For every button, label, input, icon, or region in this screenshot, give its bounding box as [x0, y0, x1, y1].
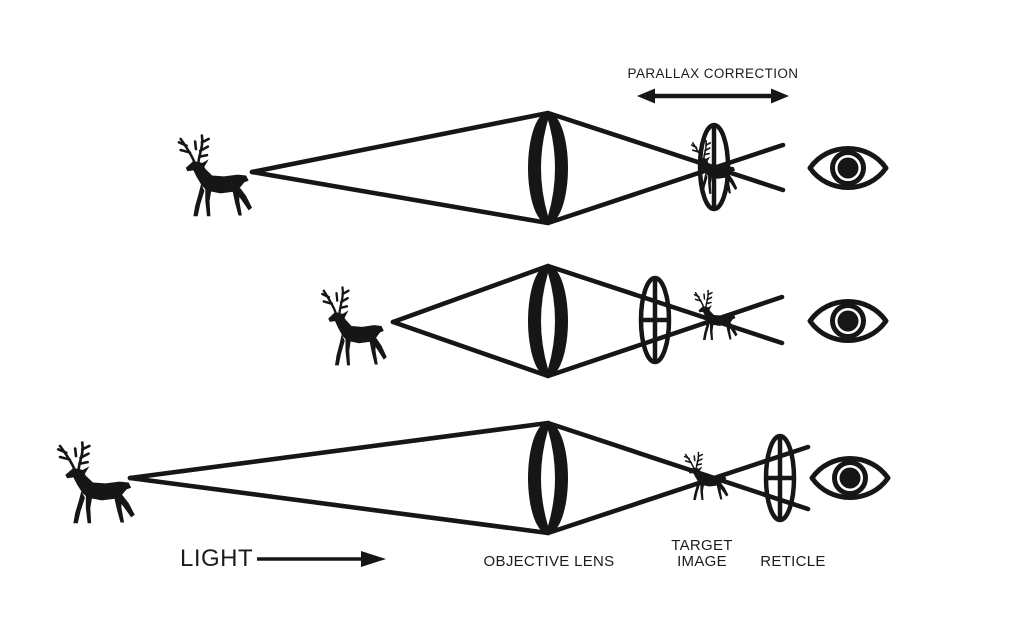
deer-silhouette-icon — [56, 441, 137, 525]
objective-lens-icon — [528, 112, 568, 224]
scope-row-2 — [321, 263, 886, 379]
light-rays-row-2 — [390, 263, 785, 379]
eye-icon — [812, 459, 888, 498]
scope-row-1 — [177, 88, 886, 226]
deer-silhouette-icon — [321, 286, 388, 367]
left-right-arrow-icon — [637, 88, 789, 104]
light-rays-row-1 — [249, 110, 786, 226]
light-rays-row-3 — [127, 420, 811, 536]
parallax-correction-label: PARALLAX CORRECTION — [627, 66, 799, 81]
target-image-deer-icon — [683, 451, 730, 501]
target-image-label-line1: TARGET — [671, 537, 733, 554]
right-arrow-icon — [257, 551, 386, 567]
light-label: LIGHT — [180, 545, 254, 572]
scope-row-3 — [56, 420, 888, 567]
objective-lens-label: OBJECTIVE LENS — [483, 553, 615, 570]
eye-icon — [810, 302, 886, 341]
objective-lens-icon — [528, 265, 568, 377]
reticle-label: RETICLE — [760, 553, 826, 570]
reticle-crosshair-ellipse-icon — [641, 278, 669, 362]
reticle-crosshair-ellipse-icon — [766, 436, 794, 520]
eye-icon — [810, 149, 886, 188]
deer-silhouette-icon — [177, 134, 254, 218]
objective-lens-icon — [528, 422, 568, 534]
target-image-label: TARGET IMAGE — [671, 538, 733, 569]
target-image-label-line2: IMAGE — [677, 552, 727, 570]
